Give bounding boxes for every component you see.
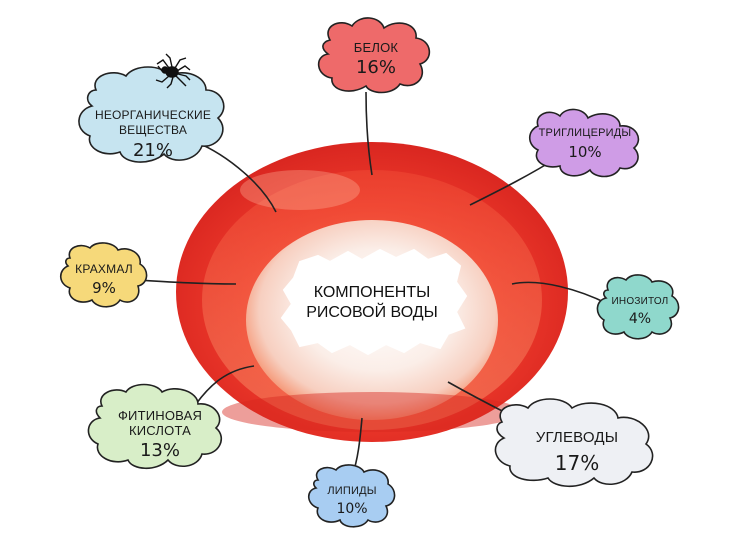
cloud-protein [317,17,431,94]
line-protein [365,91,373,176]
line-starch [137,279,237,285]
bowl-highlight [240,170,360,210]
bowl-dark-band [222,392,522,432]
cloud-carbohydrates [494,398,654,488]
bowl [176,142,568,442]
center-label-cloud [280,248,468,356]
center-title: КОМПОНЕНТЫ РИСОВОЙ ВОДЫ [288,283,456,323]
spider-icon [155,53,191,89]
cloud-starch [59,242,148,308]
cloud-shape [307,464,396,528]
cloud-shape [528,108,640,178]
center-title-line-2: РИСОВОЙ ВОДЫ [306,304,438,321]
cloud-phytic-acid [87,383,222,470]
line-inositol [511,281,609,305]
cloud-inorganic [78,66,225,163]
cloud-lipids [307,464,396,528]
cloud-shape [78,66,225,163]
cloud-shape [317,17,431,94]
cloud-shape [596,274,680,340]
cloud-shape [87,383,222,470]
line-phytic [195,365,255,405]
cloud-shape [59,242,148,308]
cloud-inositol [596,274,680,340]
center-title-line-1: КОМПОНЕНТЫ [313,284,431,301]
cloud-shape [494,398,654,488]
cloud-triglycerides [528,108,640,178]
